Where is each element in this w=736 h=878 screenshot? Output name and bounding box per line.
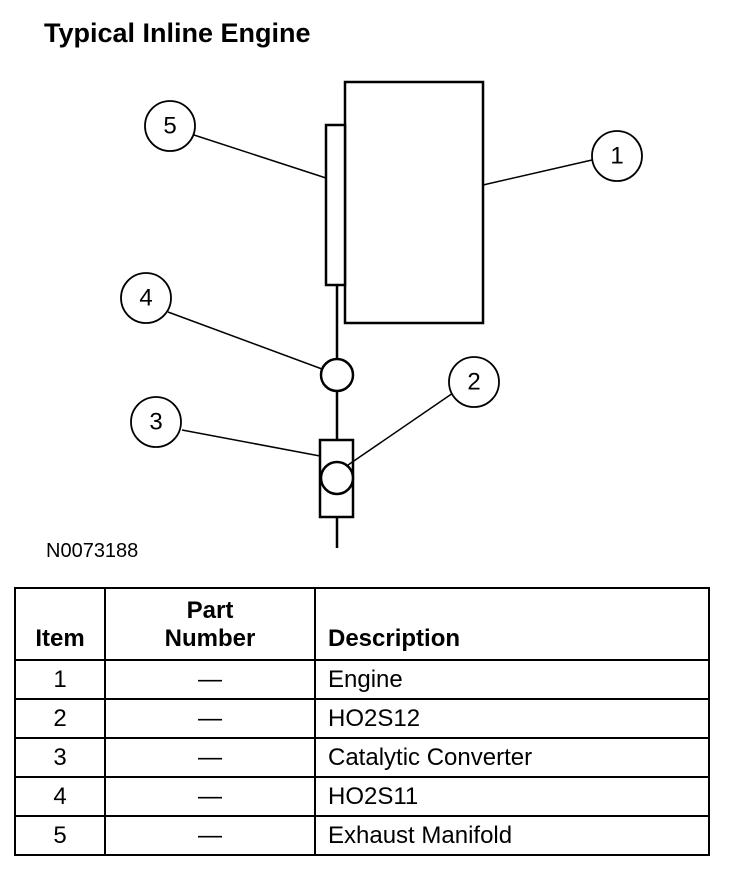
header-part-number: Part Number <box>104 587 316 661</box>
leader-line-3 <box>181 429 321 457</box>
leader-line-5 <box>193 134 327 179</box>
table-row: 1 — Engine <box>14 659 710 700</box>
callout-circle-3 <box>130 396 182 448</box>
cell-description: HO2S12 <box>314 698 710 739</box>
callout-label-4: 4 <box>139 285 152 312</box>
diagram-title: Typical Inline Engine <box>44 18 311 48</box>
callout-circle-5 <box>144 100 196 152</box>
figure-id: N0073188 <box>46 540 139 562</box>
cell-item: 1 <box>14 659 106 700</box>
cell-part-number: — <box>104 659 316 700</box>
header-item: Item <box>14 587 106 661</box>
leader-line-4 <box>167 311 323 370</box>
header-description: Description <box>314 587 710 661</box>
cell-description: Engine <box>314 659 710 700</box>
cell-description: Catalytic Converter <box>314 737 710 778</box>
cell-item: 2 <box>14 698 106 739</box>
table-row: 2 — HO2S12 <box>14 698 710 739</box>
ho2s11-sensor <box>319 357 355 393</box>
cell-part-number: — <box>104 815 316 856</box>
ho2s12-sensor <box>319 460 355 496</box>
table-row: 3 — Catalytic Converter <box>14 737 710 778</box>
callout-circle-4 <box>120 272 172 324</box>
cell-item: 3 <box>14 737 106 778</box>
cell-description: Exhaust Manifold <box>314 815 710 856</box>
callout-circle-1 <box>591 130 643 182</box>
cell-part-number: — <box>104 776 316 817</box>
parts-table: Item Part Number Description 1 — Engine … <box>14 587 710 856</box>
callout-label-2: 2 <box>467 369 480 396</box>
cell-part-number: — <box>104 737 316 778</box>
callout-label-3: 3 <box>149 409 162 436</box>
engine-diagram: 1 2 3 4 5 <box>120 80 643 548</box>
leader-line-1 <box>482 159 593 186</box>
cell-description: HO2S11 <box>314 776 710 817</box>
leader-line-2 <box>347 392 454 466</box>
cell-part-number: — <box>104 698 316 739</box>
engine-block <box>343 80 485 325</box>
header-part-line2: Number <box>164 625 256 652</box>
cell-item: 5 <box>14 815 106 856</box>
table-header-row: Item Part Number Description <box>14 587 710 661</box>
callout-label-1: 1 <box>610 143 623 170</box>
exhaust-manifold <box>324 123 347 287</box>
callout-circle-2 <box>448 356 500 408</box>
table-row: 5 — Exhaust Manifold <box>14 815 710 856</box>
callout-label-5: 5 <box>163 113 176 140</box>
table-row: 4 — HO2S11 <box>14 776 710 817</box>
cell-item: 4 <box>14 776 106 817</box>
header-part-line1: Part <box>186 597 234 624</box>
